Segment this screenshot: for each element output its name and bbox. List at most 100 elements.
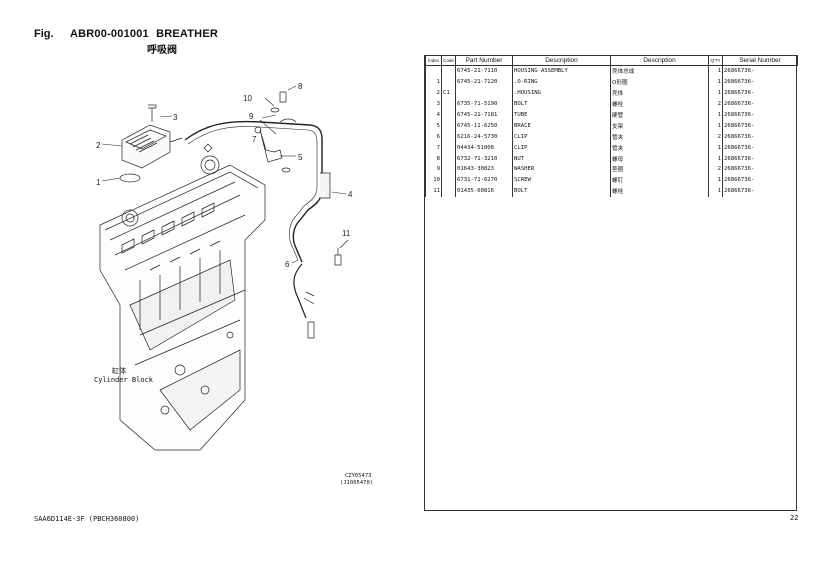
figure-name: BREATHER xyxy=(156,28,219,40)
bolt-drawing xyxy=(148,104,157,122)
row-description: .O-RING xyxy=(512,76,611,88)
row-description: CLIP xyxy=(512,142,611,154)
row-serial-number: 26866736- xyxy=(722,174,798,186)
row-qty: 1 xyxy=(708,65,723,77)
row-code xyxy=(441,109,456,121)
row-code xyxy=(441,164,456,175)
row-qty: 1 xyxy=(708,109,723,121)
row-qty: 2 xyxy=(708,164,723,175)
row-description-cn: 壳体 xyxy=(610,87,709,99)
row-qty: 1 xyxy=(708,76,723,88)
col-part-number: Part Number xyxy=(455,55,513,66)
col-code: Code xyxy=(441,55,456,66)
row-part-number: 6745-21-7120 xyxy=(455,76,513,88)
row-part-number: 04434-51008 xyxy=(455,142,513,154)
row-description-cn: 壳体总成 xyxy=(610,65,709,77)
row-code xyxy=(441,120,456,132)
figure-title-cn: 呼吸阀 xyxy=(147,45,177,56)
row-index: 3 xyxy=(425,98,442,110)
row-index: 11 xyxy=(425,185,442,197)
row-index: 5 xyxy=(425,120,442,132)
row-description: WASHER xyxy=(512,164,611,175)
row-code xyxy=(441,153,456,165)
row-code xyxy=(441,174,456,186)
clip-drawing-2 xyxy=(279,118,297,123)
figure-title: ABR00-001001 BREATHER xyxy=(70,28,218,40)
row-code: C1 xyxy=(441,87,456,99)
row-part-number: 6735-71-5190 xyxy=(455,98,513,110)
figure-id-alt: (J1005470) xyxy=(340,480,374,486)
callout-4: 4 xyxy=(348,190,353,199)
col-qty: Q'TY xyxy=(708,55,723,66)
row-description-cn: 管夹 xyxy=(610,142,709,154)
callout-8: 8 xyxy=(298,82,303,91)
nut-drawing xyxy=(279,91,287,103)
row-description: SCREW xyxy=(512,174,611,186)
row-description-cn: 支架 xyxy=(610,120,709,132)
row-part-number: 6731-71-6270 xyxy=(455,174,513,186)
row-code xyxy=(441,98,456,110)
row-description: BOLT xyxy=(512,98,611,110)
row-code xyxy=(441,65,456,77)
row-description: BOLT xyxy=(512,185,611,197)
page-number: 22 xyxy=(790,514,799,522)
row-serial-number: 26866736- xyxy=(722,153,798,165)
brace-drawing xyxy=(259,129,283,163)
row-description: NUT xyxy=(512,153,611,165)
row-serial-number: 26866736- xyxy=(722,87,798,99)
row-index: 7 xyxy=(425,142,442,154)
callout-10: 10 xyxy=(243,94,252,103)
cylinder-block-label-cn: 缸体 xyxy=(112,367,126,375)
row-code xyxy=(441,76,456,88)
row-serial-number: 26866736- xyxy=(722,142,798,154)
row-qty: 1 xyxy=(708,120,723,132)
callout-9: 9 xyxy=(249,112,254,121)
row-qty: 1 xyxy=(708,87,723,99)
row-qty: 1 xyxy=(708,142,723,154)
engine-block-drawing xyxy=(99,155,266,451)
parts-table-frame: Index Code Part Number Description Descr… xyxy=(424,55,798,511)
row-description: HOUSING ASSEMBLY xyxy=(512,65,611,77)
row-description-cn: 管夹 xyxy=(610,131,709,143)
clip-drawing xyxy=(254,126,262,134)
row-index: 4 xyxy=(425,109,442,121)
row-description-cn: 垫圈 xyxy=(610,164,709,175)
row-code xyxy=(441,185,456,197)
o-ring-drawing xyxy=(119,173,141,183)
callout-3: 3 xyxy=(173,113,178,122)
callout-6: 6 xyxy=(285,260,290,269)
callout-11: 11 xyxy=(342,229,351,238)
row-serial-number: 26866736- xyxy=(722,164,798,175)
col-index: Index xyxy=(425,55,442,66)
col-description-cn: Description xyxy=(610,55,709,66)
cylinder-block-label: Cylinder Block xyxy=(94,376,154,384)
table-header-row: Index Code Part Number Description Descr… xyxy=(425,55,798,66)
callout-leaders xyxy=(101,85,349,264)
row-qty: 1 xyxy=(708,153,723,165)
row-index: 10 xyxy=(425,174,442,186)
row-part-number: 6732-71-3210 xyxy=(455,153,513,165)
row-description-cn: 螺钉 xyxy=(610,174,709,186)
row-description-cn: O形圈 xyxy=(610,76,709,88)
row-serial-number: 26866736- xyxy=(722,109,798,121)
bolt-11-drawing xyxy=(334,248,342,266)
row-description: TUBE xyxy=(512,109,611,121)
row-description: BRACE xyxy=(512,120,611,132)
row-description-cn: 硬管 xyxy=(610,109,709,121)
figure-code: ABR00-001001 xyxy=(70,28,149,40)
model-footer: SAA6D114E-3F (PBCH360800) xyxy=(34,515,140,523)
breather-exploded-diagram: 1 2 3 4 5 6 7 8 9 10 11 xyxy=(96,82,353,451)
row-serial-number: 26866736- xyxy=(722,76,798,88)
callout-1: 1 xyxy=(96,178,101,187)
parts-table: Index Code Part Number Description Descr… xyxy=(425,55,798,197)
row-part-number: 01435-60816 xyxy=(455,185,513,197)
row-description-cn: 螺母 xyxy=(610,153,709,165)
row-part-number: 01643-30823 xyxy=(455,164,513,175)
